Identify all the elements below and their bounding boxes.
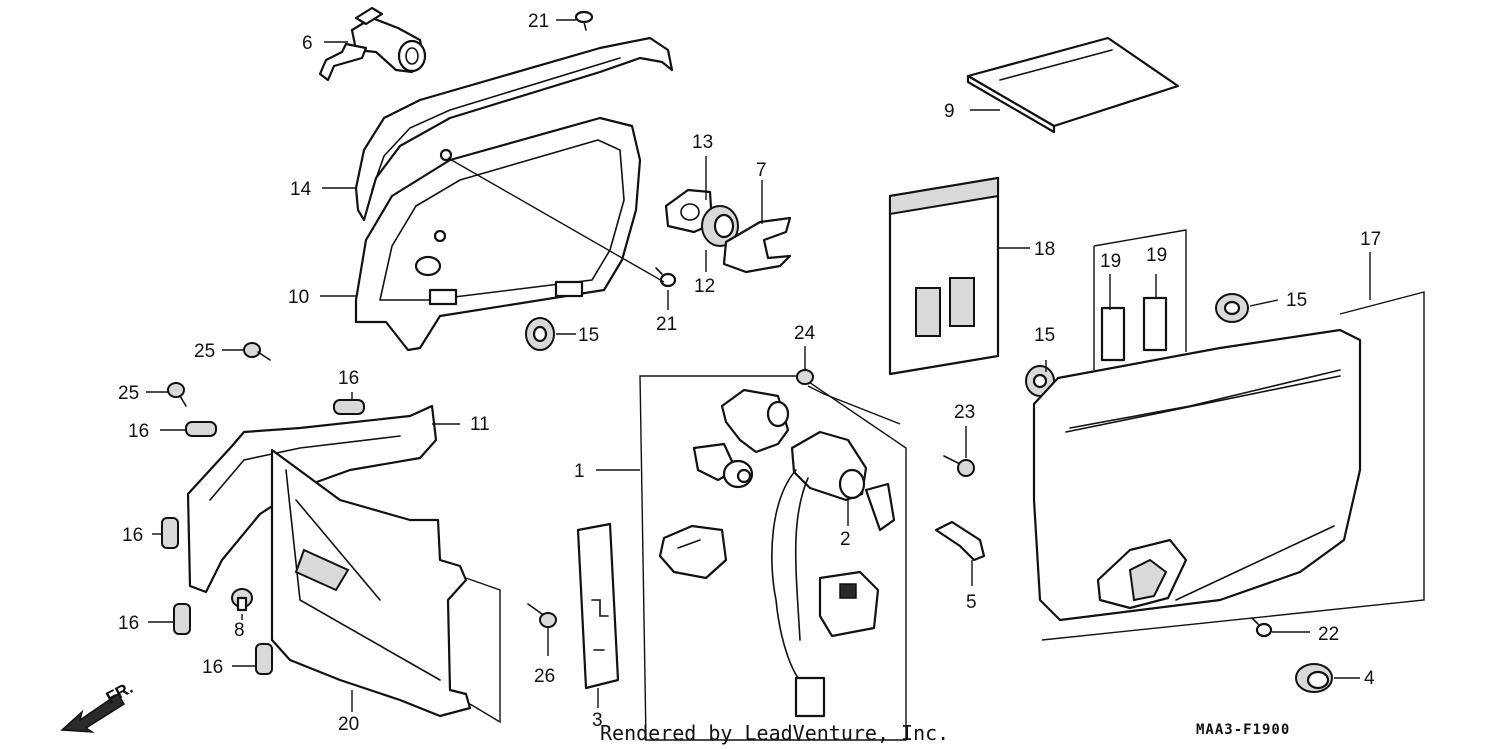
part-21-bolt-top [574, 10, 594, 31]
part-7-spring-clip [722, 216, 792, 274]
part-13-plate [664, 188, 714, 234]
part-12-grommet [701, 205, 739, 247]
part-16-cushion-b [185, 421, 217, 437]
callout-19a: 19 [1100, 251, 1121, 272]
callout-24: 24 [794, 323, 816, 344]
part-9-owner-manual [966, 36, 1180, 134]
diagram-code: MAA3-F1900 [1196, 722, 1290, 738]
callout-23: 23 [954, 402, 975, 423]
callout-21a: 21 [528, 11, 549, 32]
callout-16a: 16 [338, 368, 359, 389]
callout-20: 20 [338, 714, 359, 735]
callout-7: 7 [756, 160, 767, 181]
part-16-cushion-d [173, 603, 191, 635]
part-26-screw [527, 603, 557, 628]
part-5-key-blank [934, 520, 986, 562]
callout-17: 17 [1360, 229, 1381, 250]
callout-14: 14 [290, 179, 312, 200]
callout-16d: 16 [118, 613, 139, 634]
part-17-bracket [1041, 291, 1425, 641]
part-8-collar [231, 588, 253, 612]
callout-1: 1 [574, 461, 585, 482]
part-22-screw [1251, 617, 1273, 638]
callout-13: 13 [692, 132, 713, 153]
part-20-bracket [465, 577, 501, 724]
part-23-screw [943, 455, 975, 477]
attribution-text: Rendered by LeadVenture, Inc. [600, 721, 949, 745]
callout-16e: 16 [202, 657, 223, 678]
callout-9: 9 [944, 101, 955, 122]
part-16-cushion-a [333, 399, 365, 415]
part-19-label-left [1100, 306, 1126, 362]
part-10-side-cover-frame [354, 116, 642, 352]
callout-labels: 1 2 3 4 5 6 7 8 9 10 11 12 13 14 15 15 1… [118, 11, 1381, 735]
part-19-bracket [1093, 229, 1187, 370]
part-19-label-right [1142, 296, 1168, 352]
part-17-glovebox-lid [1032, 328, 1362, 622]
part-18-document-bag [888, 176, 1000, 376]
callout-6: 6 [302, 33, 313, 54]
callout-21b: 21 [656, 314, 677, 335]
callout-18: 18 [1034, 239, 1055, 260]
part-25-screw-lower [167, 382, 187, 407]
callout-16b: 16 [128, 421, 149, 442]
part-15-grommet-a [525, 317, 555, 351]
callout-15c: 15 [1286, 290, 1307, 311]
callout-12: 12 [694, 276, 715, 297]
callout-4: 4 [1364, 668, 1375, 689]
callout-25b: 25 [118, 383, 139, 404]
part-15-grommet-c [1215, 293, 1249, 323]
part-24-washer [796, 369, 814, 385]
callout-15a: 15 [578, 325, 599, 346]
callout-leaders [146, 19, 1371, 712]
part-3-trim-plate [576, 522, 620, 690]
callout-25a: 25 [194, 341, 215, 362]
callout-3: 3 [592, 710, 603, 731]
callout-5: 5 [966, 592, 977, 613]
callout-26: 26 [534, 666, 555, 687]
part-20-inner-panel [270, 448, 472, 718]
part-6-key-cylinder [318, 6, 427, 82]
callout-8: 8 [234, 620, 245, 641]
part-24-leader-line [807, 385, 901, 425]
part-1-key-set [639, 375, 907, 741]
callout-16c: 16 [122, 525, 143, 546]
part-16-cushion-e [255, 643, 273, 675]
part-4-lock-ring [1295, 663, 1333, 693]
callout-15b: 15 [1034, 325, 1055, 346]
part-25-screw-upper [243, 342, 271, 361]
front-direction-arrow [60, 692, 126, 733]
callout-11: 11 [470, 414, 490, 435]
callout-22: 22 [1318, 624, 1339, 645]
callout-2: 2 [840, 529, 851, 550]
part-16-cushion-c [161, 517, 179, 549]
part-21-bolt-middle [655, 267, 677, 288]
part-14-side-molding [354, 36, 674, 222]
callout-19b: 19 [1146, 245, 1167, 266]
callout-10: 10 [288, 287, 309, 308]
